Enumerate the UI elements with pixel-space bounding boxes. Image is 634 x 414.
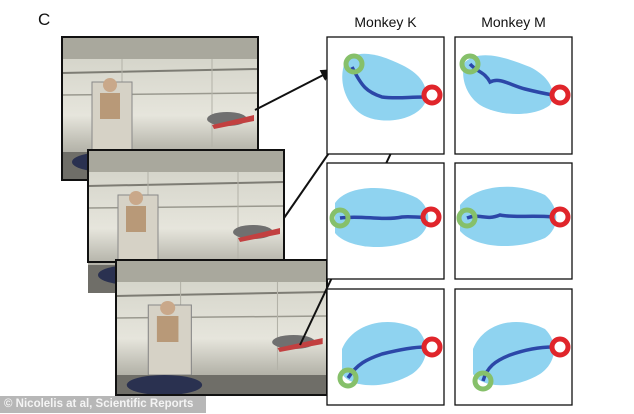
trajectory-panel-k-2 xyxy=(326,162,445,280)
trajectory-panel-m-2 xyxy=(454,162,573,280)
image-credit: © Nicolelis at al, Scientific Reports xyxy=(0,396,206,413)
trajectory-panel-m-1 xyxy=(454,36,573,155)
trajectory-panel-k-1 xyxy=(326,36,445,155)
column-header-monkey-k: Monkey K xyxy=(354,14,417,30)
photo-frame-3 xyxy=(115,259,328,396)
trajectory-panel-k-3 xyxy=(326,288,445,406)
trajectory-panel-m-3 xyxy=(454,288,573,406)
panel-letter: C xyxy=(38,10,51,29)
arrow-1 xyxy=(254,69,335,111)
column-header-monkey-m: Monkey M xyxy=(481,14,546,30)
